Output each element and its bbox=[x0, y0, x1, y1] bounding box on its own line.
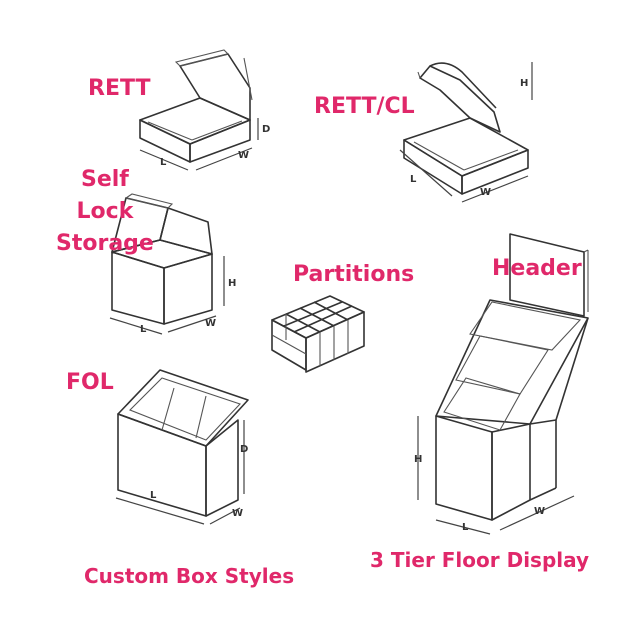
fol-depth-mark: D bbox=[240, 444, 248, 455]
label-custom-box-styles: Custom Box Styles bbox=[84, 564, 295, 588]
rett-box-drawing: D L W bbox=[139, 49, 270, 171]
label-fol: FOL bbox=[66, 370, 114, 395]
label-rett: RETT bbox=[88, 76, 151, 101]
rett-height-mark: D bbox=[262, 124, 270, 135]
rett-cl-box-drawing: H L W bbox=[399, 62, 533, 203]
self-lock-height-mark: H bbox=[228, 278, 236, 289]
fol-width-mark: W bbox=[232, 508, 243, 519]
floor-display-drawing: H L W bbox=[414, 233, 589, 535]
floor-display-height-mark: H bbox=[414, 454, 422, 465]
rett-cl-length-mark: L bbox=[410, 174, 417, 185]
floor-display-width-mark: W bbox=[534, 506, 545, 517]
floor-display-length-mark: L bbox=[462, 522, 469, 533]
rett-cl-width-mark: W bbox=[480, 187, 491, 198]
rett-cl-height-mark: H bbox=[520, 78, 528, 89]
label-rett-cl: RETT/CL bbox=[314, 94, 415, 119]
label-self-lock-storage: Self Lock Storage bbox=[56, 167, 154, 256]
label-3-tier-floor-display: 3 Tier Floor Display bbox=[370, 548, 590, 572]
fol-box-drawing: D L W bbox=[115, 369, 249, 525]
self-lock-width-mark: W bbox=[205, 318, 216, 329]
label-header: Header bbox=[492, 256, 582, 281]
label-partitions: Partitions bbox=[293, 262, 415, 287]
partitions-drawing bbox=[271, 295, 365, 373]
self-lock-storage-box-drawing: H L W bbox=[109, 193, 236, 335]
rett-length-mark: L bbox=[160, 157, 167, 168]
self-lock-length-mark: L bbox=[140, 324, 147, 335]
rett-width-mark: W bbox=[238, 150, 249, 161]
fol-length-mark: L bbox=[150, 490, 157, 501]
